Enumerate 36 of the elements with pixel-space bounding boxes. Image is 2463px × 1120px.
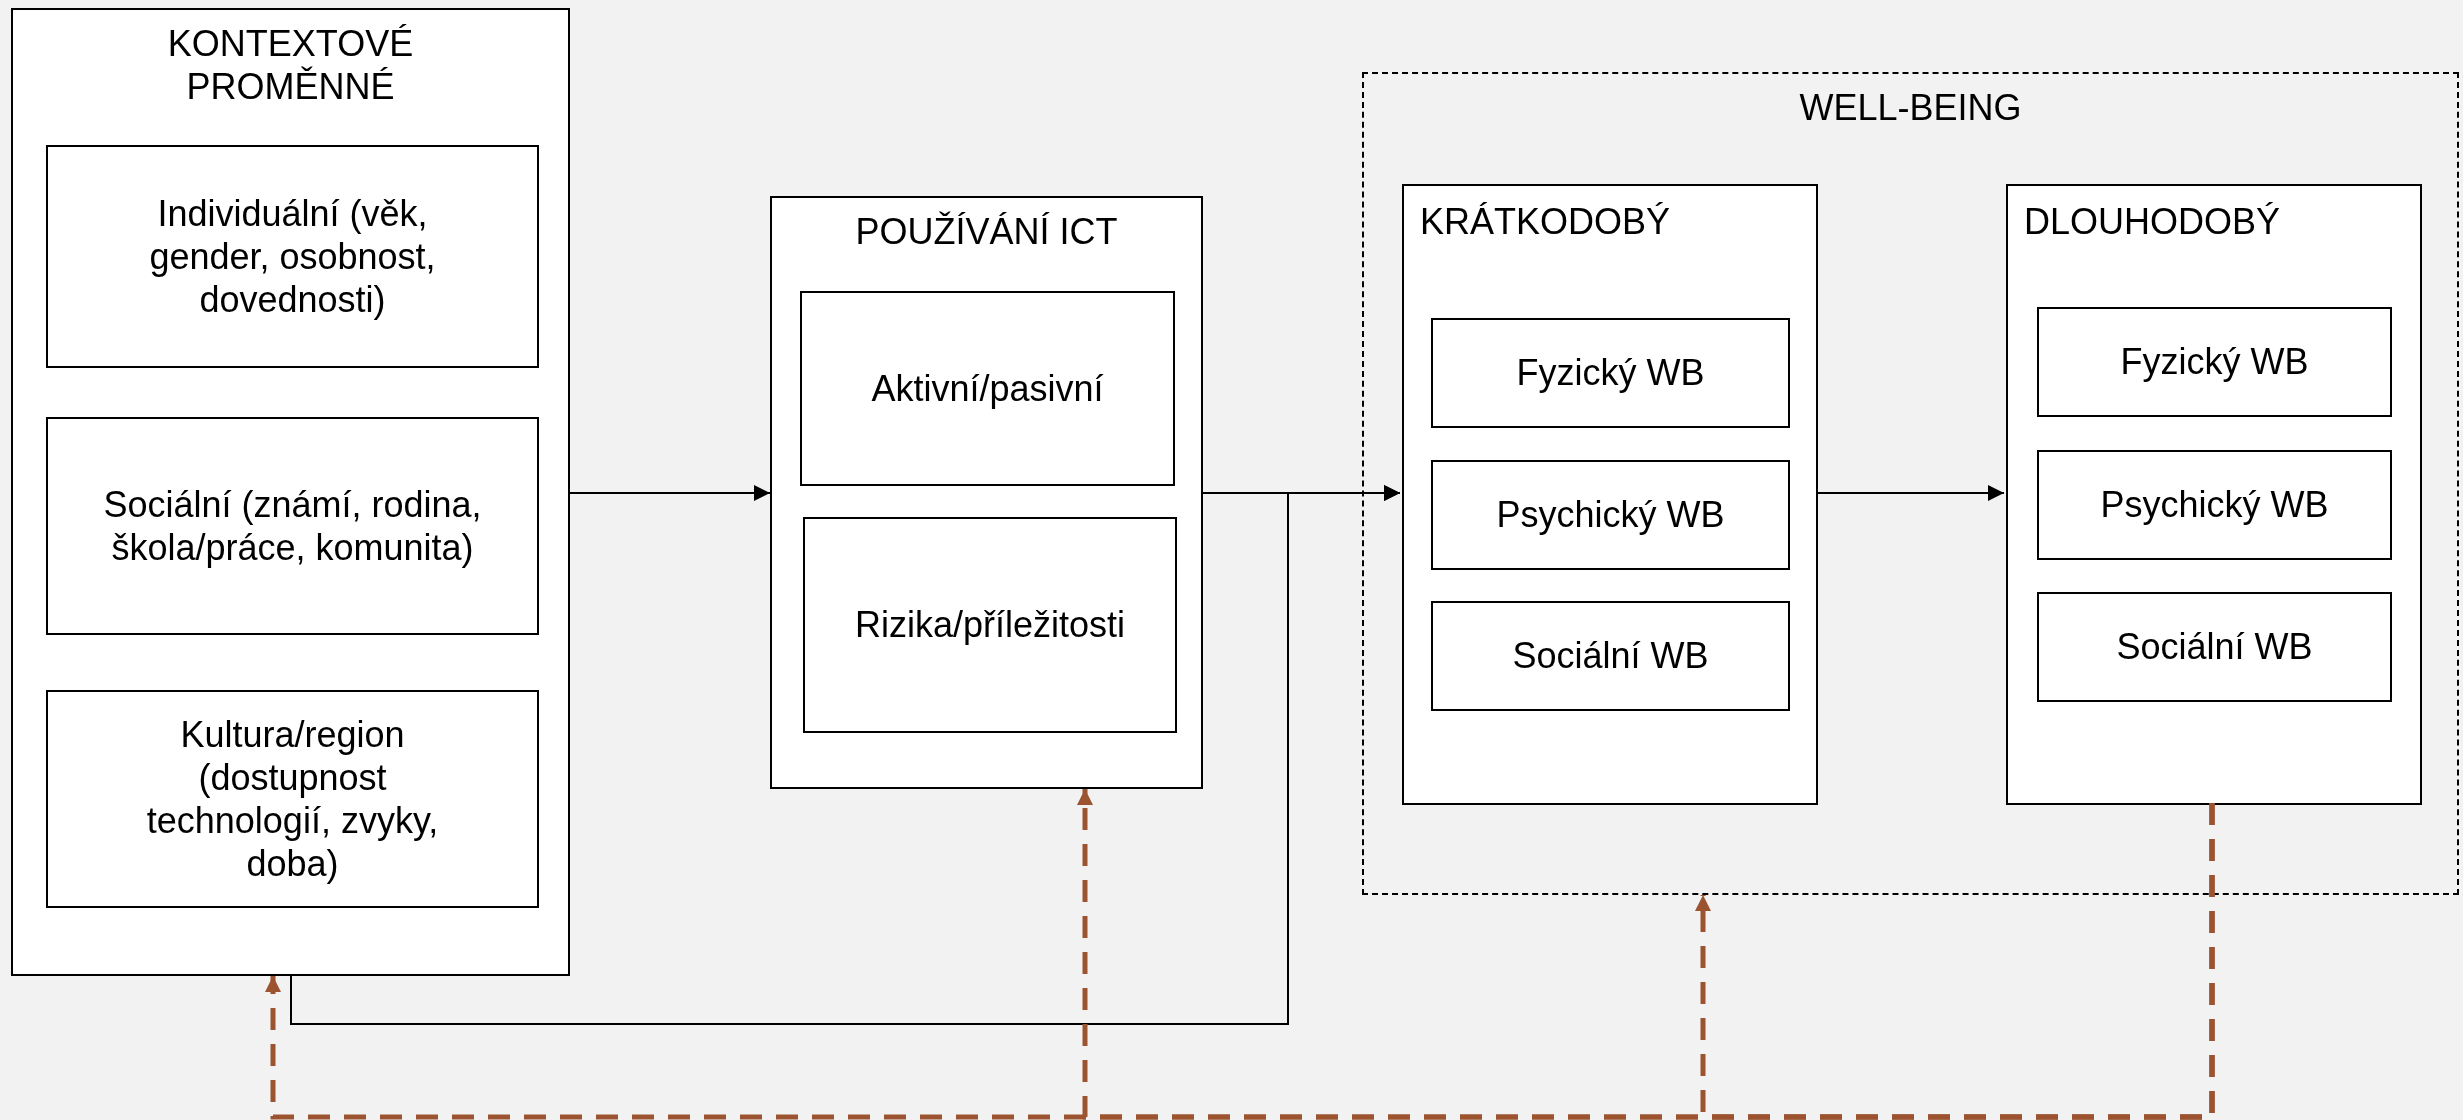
group-title: KONTEXTOVÉ PROMĚNNÉ <box>166 22 415 109</box>
box-label: Psychický WB <box>2100 483 2329 527</box>
group-title: POUŽÍVÁNÍ ICT <box>855 210 1118 254</box>
box-label: Kultura/region (dostupnost technologií, zvyky, doba) <box>145 712 440 886</box>
group-title: DLOUHODOBÝ <box>2024 200 2281 244</box>
process-box <box>46 145 539 368</box>
process-box <box>2037 450 2392 560</box>
arrow <box>569 485 771 501</box>
group-box <box>11 8 570 976</box>
feedback-arrow <box>1695 803 2215 1120</box>
process-box <box>46 417 539 635</box>
dashed-group-frame <box>1362 72 2459 895</box>
process-box <box>2037 592 2392 702</box>
arrow <box>1815 485 2005 501</box>
box-label: Sociální (známí, rodina, škola/práce, komunita) <box>102 482 483 570</box>
group-box <box>1402 184 1818 805</box>
process-box <box>2037 307 2392 417</box>
group-box <box>2006 184 2422 805</box>
process-box <box>803 517 1177 733</box>
box-label: Fyzický WB <box>1516 351 1705 395</box>
box-label: Sociální WB <box>1512 634 1709 678</box>
box-label: Rizika/příležitosti <box>854 603 1126 647</box>
process-box <box>1431 601 1790 711</box>
process-box <box>1431 460 1790 570</box>
group-title: WELL-BEING <box>1799 86 2022 130</box>
box-label: Sociální WB <box>2116 625 2313 669</box>
box-label: Individuální (věk, gender, osobnost, dovednosti) <box>148 191 437 322</box>
process-box <box>1431 318 1790 428</box>
box-label: Aktivní/pasivní <box>871 366 1104 411</box>
process-box <box>46 690 539 908</box>
box-label: Psychický WB <box>1496 493 1725 537</box>
arrow <box>290 485 1401 1025</box>
group-box <box>770 196 1203 789</box>
group-title: KRÁTKODOBÝ <box>1420 200 1671 244</box>
process-box <box>800 291 1175 486</box>
box-label: Fyzický WB <box>2120 340 2309 384</box>
